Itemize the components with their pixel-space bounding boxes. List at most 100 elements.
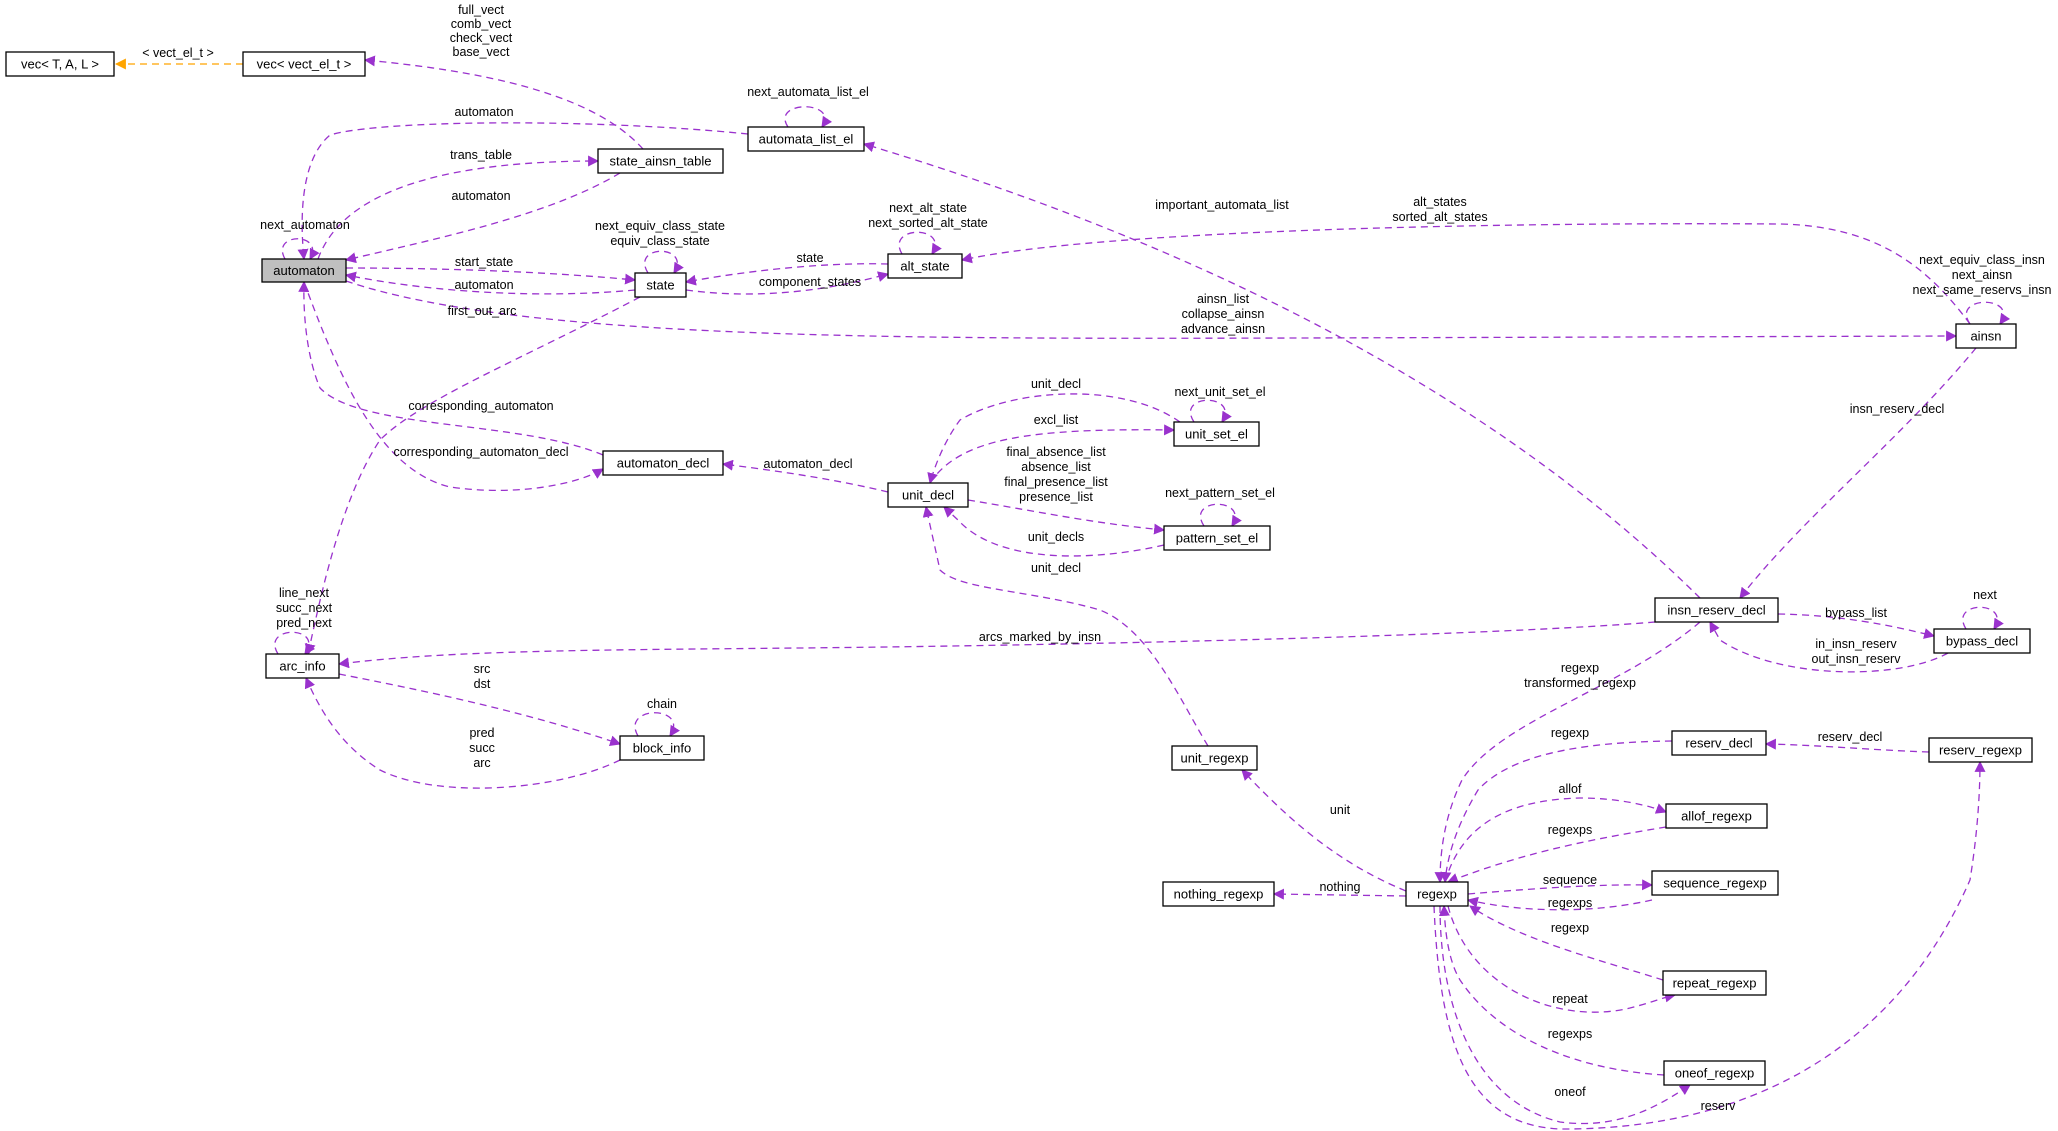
node-box[interactable] <box>1955 323 2017 349</box>
node-repeat-regexp[interactable]: repeat_regexp <box>1662 970 1767 996</box>
edge-label: ainsn_list <box>1197 292 1250 306</box>
node-box[interactable] <box>5 51 115 77</box>
node-vec-tal[interactable]: vec< T, A, L > <box>5 51 115 77</box>
edge-ainsn-to-insn-reserv-decl <box>1739 347 1977 599</box>
edge-label: corresponding_automaton <box>408 399 553 413</box>
node-pattern-set-el[interactable]: pattern_set_el <box>1163 525 1271 551</box>
node-box[interactable] <box>887 253 963 279</box>
node-box[interactable] <box>602 450 724 476</box>
edge-state-to-automaton <box>344 271 636 295</box>
edge-label: line_next <box>279 586 330 600</box>
node-box[interactable] <box>1171 745 1258 771</box>
edge-state-to-state <box>644 250 684 274</box>
edge-label: final_absence_list <box>1006 445 1106 459</box>
node-box[interactable] <box>1173 421 1260 447</box>
node-block-info[interactable]: block_info <box>619 735 705 761</box>
edge-label: full_vect <box>458 3 504 17</box>
node-box[interactable] <box>1665 803 1768 829</box>
edge-pattern-set-el-to-unit-decl <box>943 506 1165 557</box>
edge-label: check_vect <box>450 31 513 45</box>
edge-alt-state-to-alt-state <box>898 231 942 255</box>
node-box[interactable] <box>1651 870 1779 896</box>
node-vec-el[interactable]: vec< vect_el_t > <box>242 51 366 77</box>
edge-automaton-to-ainsn <box>345 280 1958 342</box>
node-nothing-regexp[interactable]: nothing_regexp <box>1162 881 1275 907</box>
node-label: pattern_set_el <box>1176 531 1259 546</box>
node-state-ainsn-table[interactable]: state_ainsn_table <box>597 148 724 174</box>
node-label: allof_regexp <box>1681 809 1752 824</box>
edge-regexp-to-nothing-regexp <box>1272 888 1407 900</box>
node-regexp[interactable]: regexp <box>1405 881 1469 907</box>
edge-bypass-decl-to-insn-reserv-decl <box>1709 621 1949 673</box>
node-box[interactable] <box>242 51 366 77</box>
node-label: arc_info <box>279 659 325 674</box>
edge-label: unit_decl <box>1031 377 1081 391</box>
edge-label: base_vect <box>453 45 511 59</box>
edge-automata-list-el-to-automaton <box>297 122 749 261</box>
edge-label: succ_next <box>276 601 333 615</box>
node-box[interactable] <box>1405 881 1469 907</box>
edge-arc-info-to-arc-info <box>274 631 316 655</box>
edge-block-info-to-arc-info <box>304 676 621 789</box>
edge-label: final_presence_list <box>1004 475 1108 489</box>
node-automaton[interactable]: automaton <box>261 258 347 283</box>
edge-automaton-decl-to-automaton <box>298 280 604 456</box>
node-box[interactable] <box>1662 970 1767 996</box>
edge-pattern-set-el-to-pattern-set-el <box>1200 503 1242 527</box>
node-automata-list-el[interactable]: automata_list_el <box>747 126 865 152</box>
node-box[interactable] <box>1933 628 2031 654</box>
node-box[interactable] <box>887 482 969 508</box>
node-box[interactable] <box>1928 737 2033 763</box>
edge-label: unit_decl <box>1031 561 1081 575</box>
node-unit-regexp[interactable]: unit_regexp <box>1171 745 1258 771</box>
edge-label: next_equiv_class_state <box>595 219 725 233</box>
edge-reserv-decl-to-regexp <box>1440 740 1673 884</box>
node-reserv-decl[interactable]: reserv_decl <box>1671 730 1767 756</box>
node-box[interactable] <box>1163 525 1271 551</box>
edge-label: arc <box>473 756 490 770</box>
node-alt-state[interactable]: alt_state <box>887 253 963 279</box>
edge-label: next_automaton <box>260 218 350 232</box>
node-oneof-regexp[interactable]: oneof_regexp <box>1663 1060 1766 1086</box>
node-box[interactable] <box>265 653 340 679</box>
node-box[interactable] <box>634 272 687 298</box>
edge-label: trans_table <box>450 148 512 162</box>
edge-label: next_automata_list_el <box>747 85 869 99</box>
edge-label: automaton <box>454 278 513 292</box>
node-box[interactable] <box>261 258 347 283</box>
node-box[interactable] <box>1162 881 1275 907</box>
node-allof-regexp[interactable]: allof_regexp <box>1665 803 1768 829</box>
node-ainsn[interactable]: ainsn <box>1955 323 2017 349</box>
node-automaton-decl[interactable]: automaton_decl <box>602 450 724 476</box>
node-label: insn_reserv_decl <box>1667 603 1765 618</box>
node-sequence-regexp[interactable]: sequence_regexp <box>1651 870 1779 896</box>
edge-label: transformed_regexp <box>1524 676 1636 690</box>
edge-label: src <box>474 662 491 676</box>
node-bypass-decl[interactable]: bypass_decl <box>1933 628 2031 654</box>
edge-label: important_automata_list <box>1155 198 1289 212</box>
edge-label: sequence <box>1543 873 1597 887</box>
node-box[interactable] <box>619 735 705 761</box>
node-unit-set-el[interactable]: unit_set_el <box>1173 421 1260 447</box>
edge-label: repeat <box>1552 992 1588 1006</box>
node-insn-reserv-decl[interactable]: insn_reserv_decl <box>1654 597 1779 623</box>
edge-alt-state-to-state <box>684 263 889 286</box>
node-reserv-regexp[interactable]: reserv_regexp <box>1928 737 2033 763</box>
node-unit-decl[interactable]: unit_decl <box>887 482 969 508</box>
node-label: reserv_decl <box>1685 736 1752 751</box>
node-box[interactable] <box>1654 597 1779 623</box>
edge-label: regexps <box>1548 896 1592 910</box>
node-label: vec< vect_el_t > <box>257 57 352 72</box>
edge-unit-decl-to-automaton-decl <box>721 459 889 493</box>
node-state[interactable]: state <box>634 272 687 298</box>
node-box[interactable] <box>747 126 865 152</box>
edge-label: component_states <box>759 275 861 289</box>
node-label: reserv_regexp <box>1939 743 2022 758</box>
node-arc-info[interactable]: arc_info <box>265 653 340 679</box>
edge-label: next_same_reservs_insn <box>1913 283 2052 297</box>
node-box[interactable] <box>1663 1060 1766 1086</box>
edge-label: presence_list <box>1019 490 1093 504</box>
node-label: unit_set_el <box>1185 427 1248 442</box>
node-box[interactable] <box>1671 730 1767 756</box>
node-box[interactable] <box>597 148 724 174</box>
